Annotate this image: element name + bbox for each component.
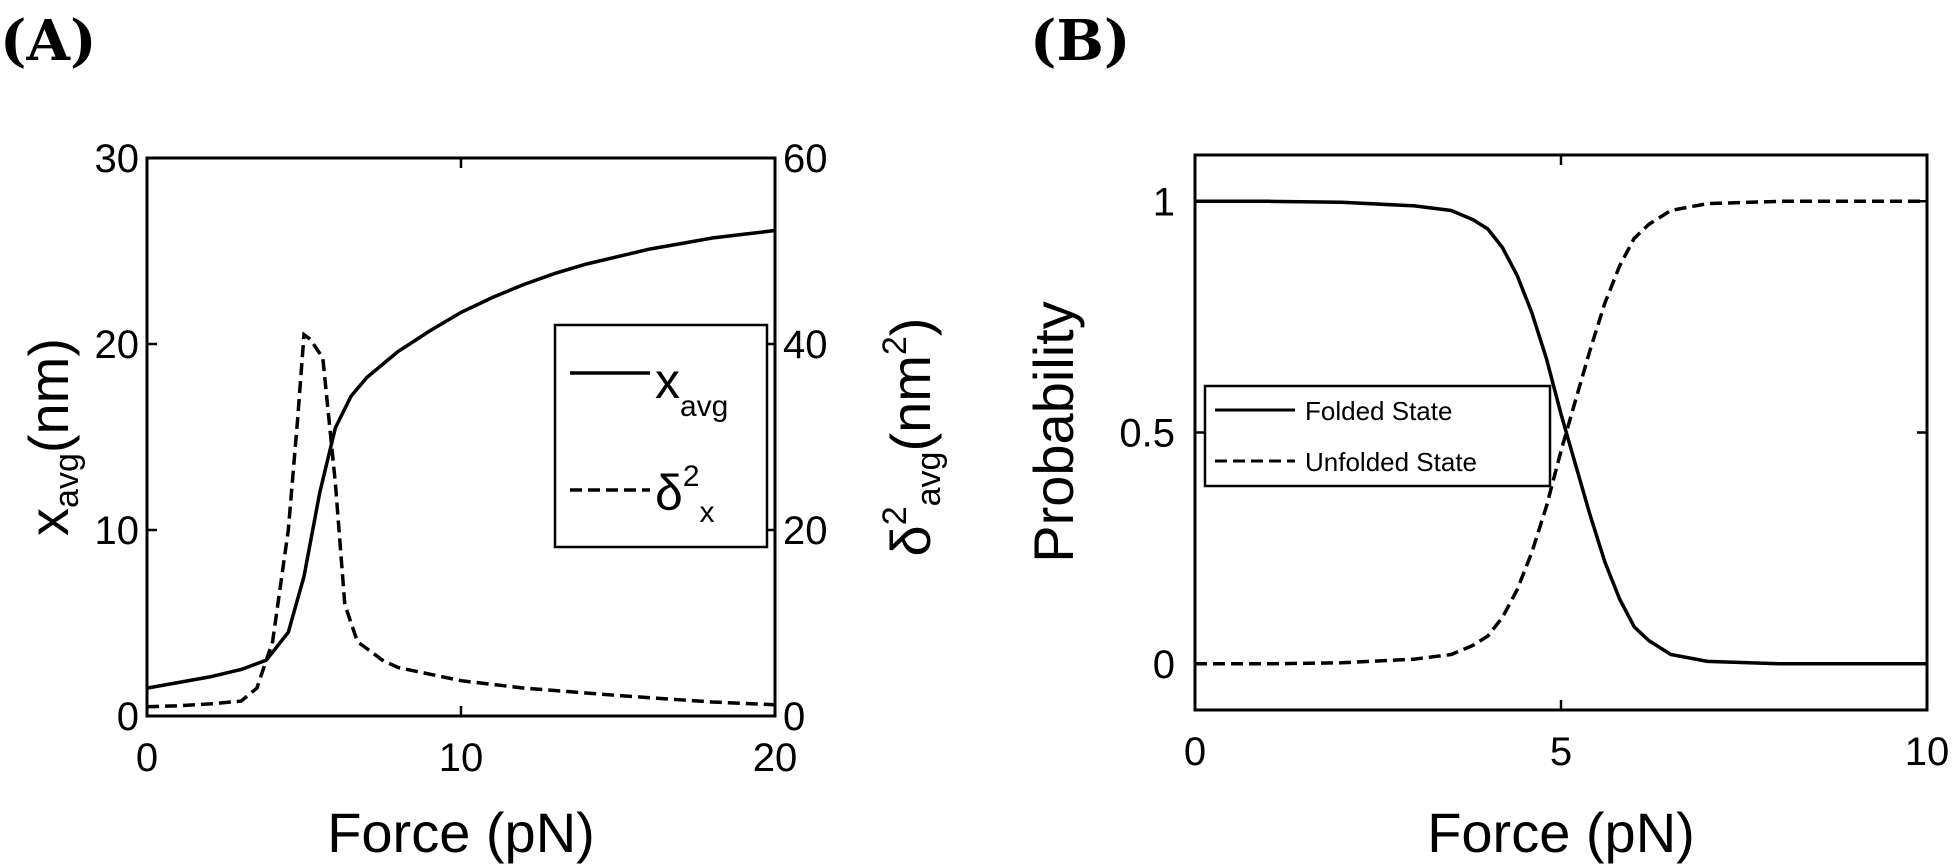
panel-a-left-y-tick-label: 10	[95, 509, 140, 553]
panel-b-series-unfolded-line	[1195, 199, 1927, 666]
panel-b-x-axis-label: Force (pN)	[1427, 801, 1695, 864]
panel-b-legend: Folded State Unfolded State	[1203, 384, 1552, 488]
panel-a-left-y-tick-labels: 0 10 20 30	[95, 137, 140, 739]
panel-b-y-tick-label: 0.5	[1119, 412, 1175, 456]
panel-a-right-y-tick-label: 40	[783, 323, 828, 367]
panel-a-right-y-tick-label: 20	[783, 509, 828, 553]
panel-a-right-y-tick-labels: 0 20 40 60	[783, 137, 828, 739]
panel-b-y-tick-labels: 00.51	[1119, 180, 1175, 687]
panel-a-legend-entry-2: δ2x	[655, 460, 715, 529]
panel-a-right-y-tick-label: 0	[783, 695, 805, 739]
panel-b-x-tick-labels: 0 5 10	[1184, 730, 1949, 774]
panel-a-legend: xavg δ2x	[553, 323, 769, 549]
panel-a-right-y-axis-label: δ2avg(nm2)	[876, 318, 948, 557]
panel-b-legend-entry-1: Folded State	[1305, 396, 1452, 426]
panel-b-plot-frame	[1193, 153, 1929, 712]
panel-b-legend-entry-2: Unfolded State	[1305, 447, 1477, 477]
panel-a-legend-box	[553, 323, 769, 549]
panel-b-y-tick-label: 1	[1153, 180, 1175, 224]
panel-a-left-y-tick-label: 20	[95, 323, 140, 367]
panel-a-right-y-tick-label: 60	[783, 137, 828, 181]
panel-b-y-axis-label: Probability	[1022, 301, 1085, 562]
panel-a-left-y-axis-label: xavg(nm)	[17, 338, 86, 536]
panel-b-x-tick-label: 10	[1905, 730, 1950, 774]
panel-b-legend-box	[1203, 384, 1552, 488]
panel-a-legend-entry-1: xavg	[655, 353, 728, 423]
panel-b-y-tick-label: 0	[1153, 643, 1175, 687]
panel-a-left-y-tick-label: 0	[117, 695, 139, 739]
panel-b-series-folded-line	[1195, 199, 1927, 666]
panel-a-left-y-tick-label: 30	[95, 137, 140, 181]
panel-b-x-tick-label: 0	[1184, 730, 1206, 774]
panel-a-x-tick-label: 10	[439, 736, 484, 780]
panel-a-series-xavg-line	[146, 228, 776, 690]
panel-a-label: (A)	[0, 8, 96, 74]
panel-b-x-tick-label: 5	[1550, 730, 1572, 774]
panel-a-x-tick-labels: 0 10 20	[136, 736, 797, 780]
panel-a-x-tick-label: 0	[136, 736, 158, 780]
panel-a-plot-frame	[145, 156, 777, 718]
panel-a-x-axis-label: Force (pN)	[327, 801, 595, 864]
panel-a-series-delta-line	[146, 331, 776, 709]
panel-a-x-tick-label: 20	[753, 736, 798, 780]
panel-b-label: (B)	[1030, 8, 1130, 74]
